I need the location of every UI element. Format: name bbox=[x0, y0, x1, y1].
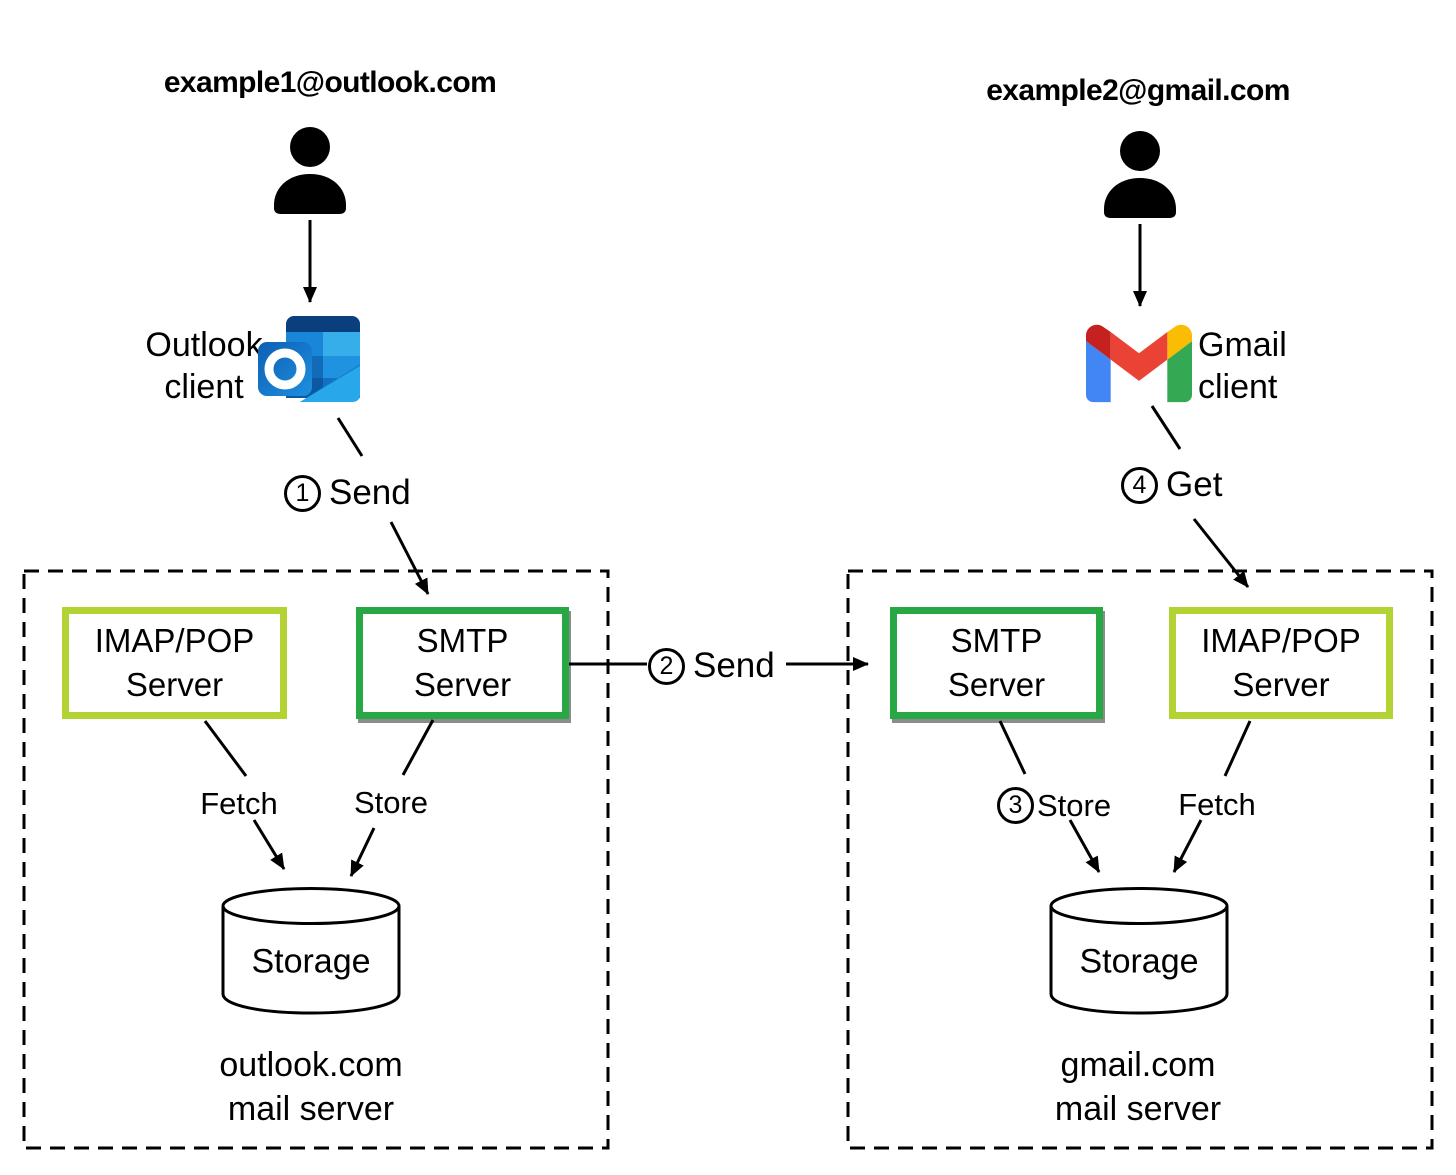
step2-number-badge: 2 bbox=[648, 647, 685, 685]
step3-store-label: 3 Store bbox=[997, 787, 1111, 824]
fetch-label-right: Fetch bbox=[1178, 787, 1256, 822]
database-cylinder-icon bbox=[1049, 887, 1229, 1015]
outlook-mail-server-boundary bbox=[22, 569, 610, 1150]
smtp-server-left-line2: Server bbox=[413, 666, 512, 703]
gmail-logo-icon bbox=[1086, 324, 1192, 403]
step4-text: Get bbox=[1166, 465, 1223, 504]
arrow-store-to-storage-left bbox=[349, 827, 376, 877]
step1-text: Send bbox=[329, 473, 411, 512]
arrow-fetch-to-storage-right bbox=[1172, 819, 1203, 873]
fetch-label-left: Fetch bbox=[200, 786, 278, 821]
step4-get-label: 4 Get bbox=[1121, 465, 1222, 505]
smtp-server-right-line1: SMTP bbox=[950, 622, 1043, 659]
user1-email-label: example1@outlook.com bbox=[163, 66, 497, 99]
storage-label-left: Storage bbox=[251, 942, 371, 981]
line-outlook-client-to-step1 bbox=[336, 417, 364, 457]
person-icon bbox=[1104, 131, 1176, 218]
step2-text: Send bbox=[693, 646, 775, 685]
database-cylinder-icon bbox=[221, 887, 401, 1015]
arrow-step3-to-storage-right bbox=[1068, 819, 1101, 873]
outlook-server-caption-line1: outlook.com bbox=[219, 1046, 403, 1084]
imap-pop-server-left-line2: Server bbox=[125, 666, 224, 703]
imap-pop-server-box-left: IMAP/POP Server bbox=[62, 607, 287, 719]
line-imap-to-fetch-left bbox=[203, 720, 248, 777]
smtp-server-box-right: SMTP Server bbox=[890, 607, 1103, 719]
storage-label-right: Storage bbox=[1079, 942, 1199, 981]
user2-email-label: example2@gmail.com bbox=[986, 74, 1290, 107]
person-icon bbox=[274, 127, 346, 214]
imap-pop-server-right-line2: Server bbox=[1232, 666, 1330, 703]
step3-number-badge: 3 bbox=[997, 787, 1034, 824]
outlook-server-caption-line2: mail server bbox=[227, 1090, 395, 1128]
step1-send-label: 1 Send bbox=[284, 473, 411, 513]
outlook-client-label: Outlook client bbox=[145, 324, 262, 408]
gmail-client-label: Gmail client bbox=[1198, 324, 1287, 408]
gmail-server-caption: gmail.com mail server bbox=[1055, 1043, 1221, 1131]
line-imap-to-fetch-right bbox=[1223, 720, 1252, 777]
gmail-server-caption-line1: gmail.com bbox=[1060, 1046, 1216, 1084]
store-label-left: Store bbox=[353, 785, 429, 820]
line-gmail-client-to-step4 bbox=[1150, 405, 1182, 450]
outlook-logo-icon bbox=[258, 316, 360, 402]
smtp-server-right-line2: Server bbox=[947, 666, 1046, 703]
arrow-step4-to-imap bbox=[1192, 518, 1250, 588]
smtp-server-box-left: SMTP Server bbox=[356, 607, 569, 719]
line-smtp-to-store-left bbox=[401, 719, 435, 776]
step2-send-label: 2 Send bbox=[648, 646, 775, 686]
arrow-step1-to-smtp bbox=[389, 521, 430, 595]
outlook-client-label-line1: Outlook bbox=[145, 326, 263, 364]
gmail-server-caption-line2: mail server bbox=[1054, 1090, 1222, 1128]
arrow-fetch-to-storage-left bbox=[252, 819, 286, 870]
gmail-mail-server-boundary bbox=[846, 569, 1434, 1150]
step3-text: Store bbox=[1037, 787, 1112, 823]
gmail-client-label-line1: Gmail bbox=[1198, 326, 1287, 364]
gmail-client-label-line2: client bbox=[1198, 368, 1278, 406]
outlook-server-caption: outlook.com mail server bbox=[219, 1043, 402, 1131]
imap-pop-server-left-line1: IMAP/POP bbox=[94, 622, 255, 659]
step4-number-badge: 4 bbox=[1121, 466, 1158, 504]
line-smtp-to-step3 bbox=[998, 720, 1027, 775]
smtp-server-left-line1: SMTP bbox=[416, 622, 509, 659]
imap-pop-server-box-right: IMAP/POP Server bbox=[1169, 607, 1393, 719]
outlook-client-label-line2: client bbox=[164, 368, 244, 406]
imap-pop-server-right-line1: IMAP/POP bbox=[1201, 622, 1361, 659]
step1-number-badge: 1 bbox=[284, 474, 321, 512]
